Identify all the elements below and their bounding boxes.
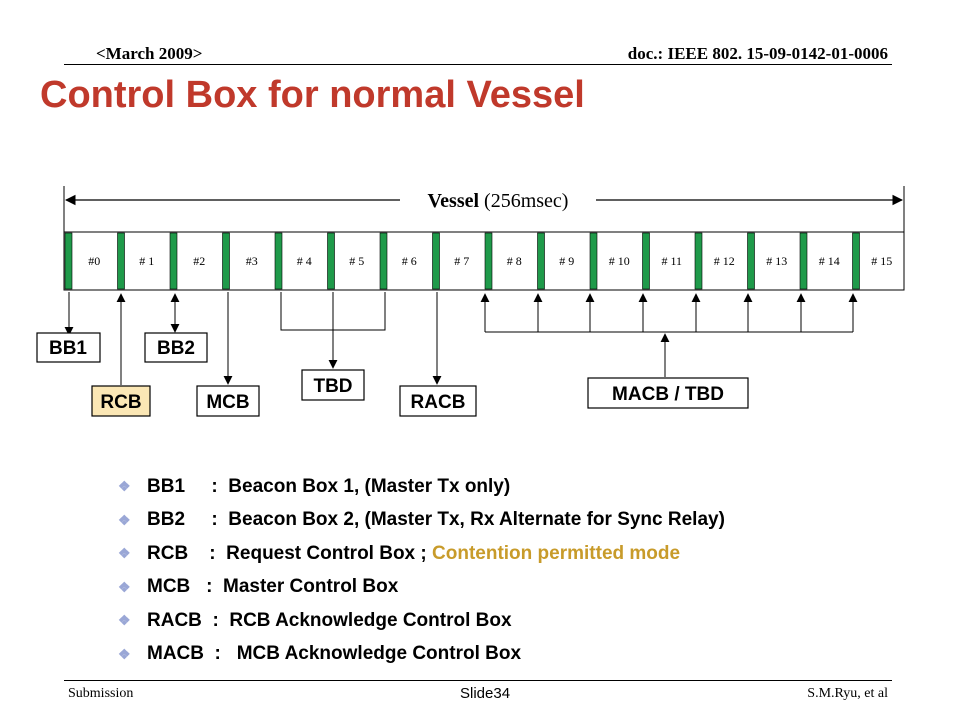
footer-submission: Submission <box>68 686 134 701</box>
slot-marker <box>589 232 598 290</box>
contention-note: Contention permitted mode <box>432 542 681 564</box>
slot-label: # 7 <box>454 254 469 268</box>
slot-label: # 6 <box>402 254 417 268</box>
svg-text:RACB: RACB <box>411 392 466 413</box>
vessel-label: Vessel (256msec) <box>428 190 569 212</box>
slot-group: #0 # 1 #2 #3 # 4 # 5 # 6 # 7 # 8 # 9 # 10 # 11 # 12 #… <box>64 232 892 290</box>
slot-label: # 8 <box>507 254 522 268</box>
slot-label: # 11 <box>661 254 682 268</box>
rcb-box: RCB <box>91 385 151 417</box>
mcb-box: MCB <box>196 385 260 417</box>
diamond-bullet-icon: ❖ <box>118 612 131 629</box>
slot-marker <box>799 232 808 290</box>
bullet-bb1: ❖ BB1 : Beacon Box 1, (Master Tx only) <box>118 475 511 497</box>
bb1-box: BB1 <box>36 332 101 363</box>
slot-marker <box>169 232 178 290</box>
slot-label: # 1 <box>139 254 154 268</box>
svg-text:MCB: MCB <box>206 392 249 413</box>
header-date: <March 2009> <box>96 44 203 63</box>
svg-text:MACB / TBD: MACB / TBD <box>612 384 724 405</box>
slot-marker <box>432 232 440 290</box>
slot-label: # 12 <box>714 254 735 268</box>
slot-marker <box>379 232 388 290</box>
diamond-bullet-icon: ❖ <box>118 578 131 595</box>
slot-marker <box>274 232 283 290</box>
slot-label: # 15 <box>871 254 892 268</box>
slot-marker <box>117 232 125 290</box>
header-rule <box>64 64 892 65</box>
slot-marker <box>852 232 860 290</box>
slot-label: #0 <box>88 254 100 268</box>
slot-label: #2 <box>193 254 205 268</box>
slide-title: Control Box for normal Vessel <box>40 74 585 116</box>
slot-label: # 5 <box>349 254 364 268</box>
slot-marker <box>537 232 545 290</box>
slot-label: # 4 <box>297 254 312 268</box>
diamond-bullet-icon: ❖ <box>118 478 131 495</box>
slot-label: # 10 <box>609 254 630 268</box>
bb2-box: BB2 <box>144 332 208 363</box>
macb-arrows <box>480 293 858 332</box>
diamond-bullet-icon: ❖ <box>118 511 131 528</box>
svg-text:RCB: RCB <box>100 392 141 413</box>
slot-marker <box>642 232 650 290</box>
diamond-bullet-icon: ❖ <box>118 545 131 562</box>
slot-marker <box>327 232 335 290</box>
slot-marker <box>484 232 493 290</box>
slot-label: # 13 <box>766 254 787 268</box>
header-doc-id: doc.: IEEE 802. 15-09-0142-01-0006 <box>627 44 888 63</box>
footer-author: S.M.Ryu, et al <box>807 686 888 701</box>
svg-text:TBD: TBD <box>313 376 352 397</box>
racb-box: RACB <box>399 385 477 417</box>
svg-text:BB1: BB1 <box>49 338 87 359</box>
diamond-bullet-icon: ❖ <box>118 645 131 662</box>
slot-label: #3 <box>246 254 258 268</box>
slot-bar <box>63 231 905 291</box>
footer-rule <box>64 680 892 681</box>
bullet-bb2: ❖ BB2 : Beacon Box 2, (Master Tx, Rx Alt… <box>118 509 725 531</box>
bullet-racb: ❖ RACB : RCB Acknowledge Control Box <box>118 609 512 631</box>
macb-box: MACB / TBD <box>587 377 749 409</box>
slot-marker <box>222 232 230 290</box>
bullet-mcb: ❖ MCB : Master Control Box <box>118 576 399 598</box>
bullet-rcb: ❖ RCB : Request Control Box ; Contention… <box>118 542 681 564</box>
svg-text:BB2: BB2 <box>157 338 195 359</box>
tbd-box: TBD <box>301 369 365 401</box>
slot-marker <box>694 232 703 290</box>
slot-marker <box>64 232 73 290</box>
slot-marker <box>747 232 755 290</box>
footer-slide-number: Slide34 <box>460 685 511 702</box>
bullet-macb: ❖ MACB : MCB Acknowledge Control Box <box>118 643 522 665</box>
definition-list: ❖ BB1 : Beacon Box 1, (Master Tx only) ❖… <box>118 470 725 671</box>
slot-label: # 14 <box>819 254 840 268</box>
slot-label: # 9 <box>559 254 574 268</box>
